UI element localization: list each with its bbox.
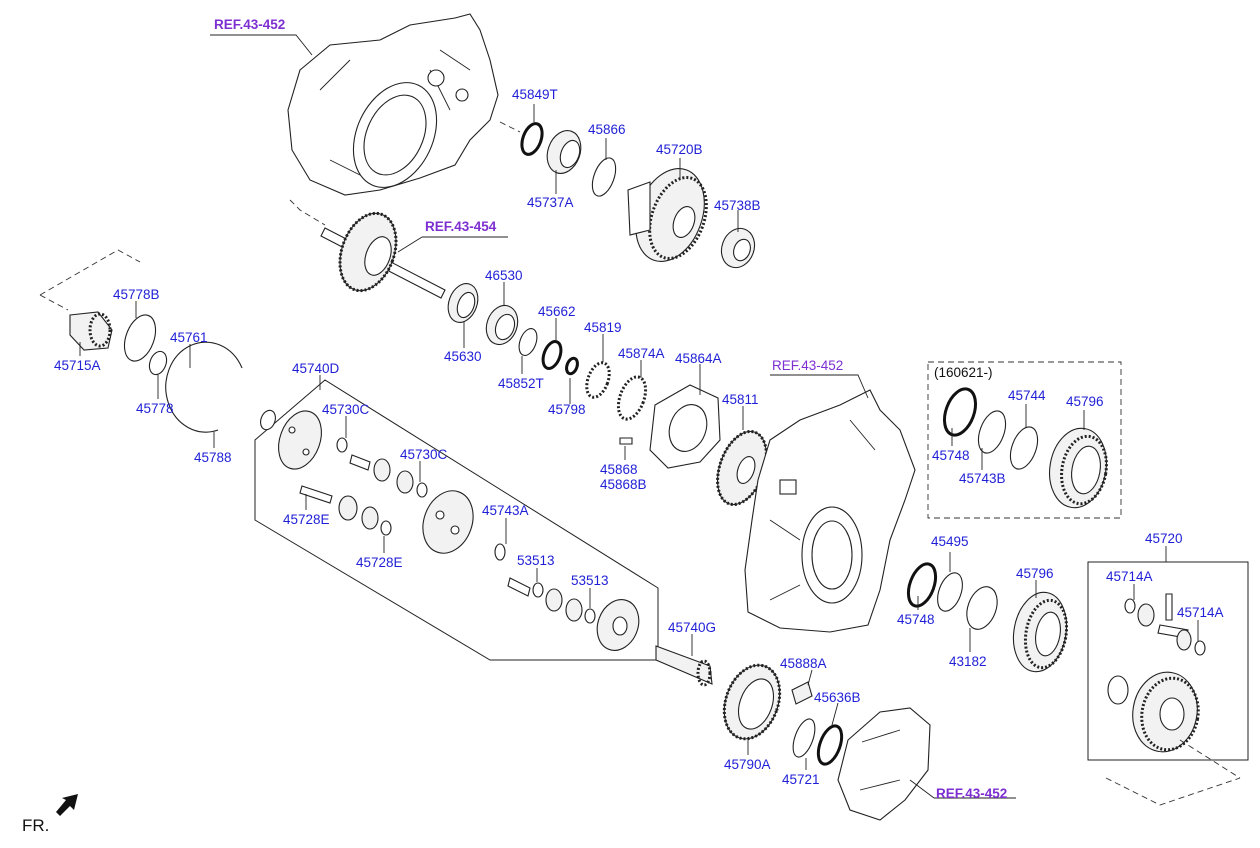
part-label-45715A[interactable]: 45715A (54, 358, 101, 373)
part-label-45738B[interactable]: 45738B (714, 198, 761, 213)
ref-label-right-case[interactable]: REF.43-452 (772, 358, 843, 373)
part-label-45740D[interactable]: 45740D (292, 361, 340, 376)
front-direction-label: FR. (22, 816, 49, 835)
part-label-45864A[interactable]: 45864A (675, 351, 722, 366)
part-label-45714A-right[interactable]: 45714A (1177, 605, 1224, 620)
part-label-45743A[interactable]: 45743A (482, 503, 529, 518)
part-label-45819[interactable]: 45819 (584, 320, 622, 335)
part-label-45866[interactable]: 45866 (588, 122, 626, 137)
part-label-45811[interactable]: 45811 (722, 392, 759, 407)
part-label-43182[interactable]: 43182 (949, 654, 987, 669)
part-label-45888A[interactable]: 45888A (780, 656, 827, 671)
transmission-case-top (287, 13, 499, 196)
part-label-45852T[interactable]: 45852T (498, 376, 544, 391)
ref-label-output-shaft[interactable]: REF.43-454 (425, 219, 497, 234)
part-label-45744[interactable]: 45744 (1008, 388, 1046, 403)
part-label-46530[interactable]: 46530 (485, 268, 523, 283)
part-label-45796-upper[interactable]: 45796 (1066, 394, 1104, 409)
ref-label-rear-cover[interactable]: REF.43-452 (936, 786, 1007, 801)
part-label-45721[interactable]: 45721 (782, 772, 820, 787)
note-labels: (160621-) FR. (22, 365, 993, 835)
part-label-45874A[interactable]: 45874A (618, 346, 665, 361)
part-label-45495[interactable]: 45495 (931, 534, 969, 549)
middle-row-parts (447, 283, 768, 506)
part-label-45798[interactable]: 45798 (548, 402, 586, 417)
part-label-53513-lower[interactable]: 53513 (571, 573, 609, 588)
part-label-45636B[interactable]: 45636B (814, 690, 861, 705)
dated-parts-box (927, 361, 1122, 519)
front-arrow-icon (56, 794, 78, 816)
part-label-45743B[interactable]: 45743B (959, 471, 1006, 486)
part-label-45778[interactable]: 45778 (136, 401, 174, 416)
part-label-45796-lower[interactable]: 45796 (1016, 566, 1054, 581)
part-label-45761[interactable]: 45761 (170, 330, 208, 345)
differential-box (1087, 561, 1249, 761)
leader-lines (79, 34, 1199, 799)
part-label-45748-lower[interactable]: 45748 (897, 612, 935, 627)
part-number-labels: 45849T 45866 45720B 45737A 45738B 46530 … (54, 87, 1224, 787)
alignment-lines (39, 121, 1241, 806)
part-label-45720B[interactable]: 45720B (656, 142, 703, 157)
differential-cluster (520, 122, 756, 269)
ring-gear-group (655, 645, 844, 766)
part-label-45730C-upper[interactable]: 45730C (322, 402, 370, 417)
left-input-parts (69, 311, 243, 433)
part-label-45868[interactable]: 45868 (600, 462, 638, 477)
part-label-45730C-lower[interactable]: 45730C (400, 447, 448, 462)
part-label-45728E-left[interactable]: 45728E (283, 512, 330, 527)
part-label-45630[interactable]: 45630 (444, 349, 482, 364)
clutch-drum-group (906, 562, 1069, 673)
rear-cover (837, 707, 931, 821)
part-label-45737A[interactable]: 45737A (527, 195, 574, 210)
date-range-note: (160621-) (934, 365, 993, 380)
part-label-45748-upper[interactable]: 45748 (932, 448, 970, 463)
part-label-45720[interactable]: 45720 (1145, 531, 1183, 546)
planetary-carrier-group (254, 379, 659, 661)
part-label-45740G[interactable]: 45740G (668, 620, 716, 635)
part-label-45778B[interactable]: 45778B (113, 287, 160, 302)
reference-labels: REF.43-452 REF.43-454 REF.43-452 REF.43-… (214, 17, 1007, 801)
part-label-45662[interactable]: 45662 (538, 304, 576, 319)
part-label-53513-upper[interactable]: 53513 (517, 553, 555, 568)
transmission-case-right (744, 389, 916, 633)
output-shaft (320, 211, 446, 299)
part-label-45728E-right[interactable]: 45728E (356, 555, 403, 570)
part-label-45868B[interactable]: 45868B (600, 477, 647, 492)
part-label-45714A-left[interactable]: 45714A (1106, 569, 1153, 584)
part-label-45790A[interactable]: 45790A (724, 757, 771, 772)
part-label-45849T[interactable]: 45849T (512, 87, 558, 102)
ref-label-top-case[interactable]: REF.43-452 (214, 17, 285, 32)
part-label-45788[interactable]: 45788 (194, 450, 232, 465)
